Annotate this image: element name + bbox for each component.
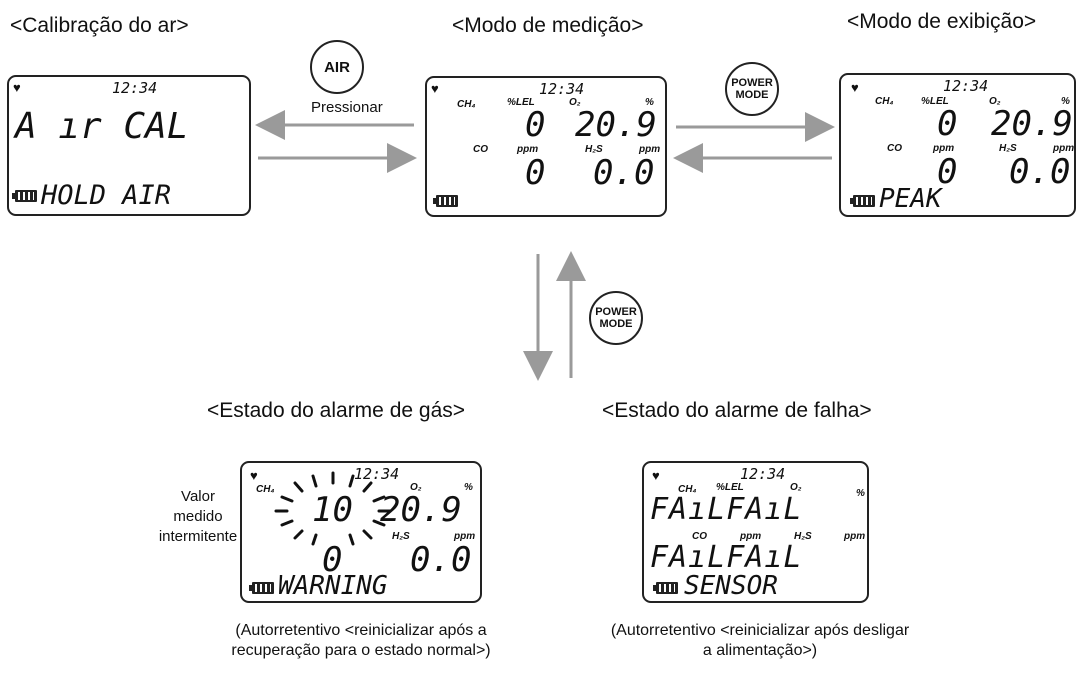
fail-row-bottom: FAıLFAıL	[650, 540, 803, 575]
lcd-display-mode: ♥ 12:34 CH₄ %LEL O₂ % 0 20.9 CO ppm H₂S …	[839, 73, 1076, 217]
o2-value: 20.9	[575, 105, 657, 145]
sensor-status: SENSOR	[684, 571, 778, 601]
fail-row-top: FAıLFAıL	[650, 492, 803, 527]
heart-icon: ♥	[250, 468, 258, 483]
label-o2: O₂	[790, 482, 802, 493]
lcd-air-calibration: ♥ 12:34 A ır CAL HOLD AIR	[7, 75, 251, 216]
gas-alarm-caption: (Autorretentivo <reinicializar após a re…	[231, 622, 491, 659]
title-fault-alarm: <Estado do alarme de falha>	[602, 399, 872, 422]
heart-icon: ♥	[851, 80, 859, 95]
label-ppm-h2s: ppm	[639, 144, 661, 155]
power-mode-button-icon-top: POWER MODE	[725, 62, 779, 116]
peak-status: PEAK	[879, 184, 942, 214]
h2s-value: 0.0	[1009, 152, 1071, 192]
title-air-calibration: <Calibração do ar>	[10, 14, 189, 37]
lcd-gas-alarm: ♥ 12:34 CH₄ O₂ % 10 20.9 H₂S ppm 0 0.0 W…	[240, 461, 482, 603]
label-ppm-h2s: ppm	[454, 531, 476, 542]
label-percent: %	[856, 488, 865, 499]
blink-rays-icon	[274, 471, 392, 546]
label-o2: O₂	[989, 96, 1001, 107]
label-percent: %	[464, 482, 473, 493]
mode-label-mid: MODE	[599, 318, 633, 330]
label-h2s: H₂S	[585, 144, 603, 155]
press-label: Pressionar	[311, 99, 383, 116]
battery-icon	[850, 195, 875, 207]
fault-alarm-caption: (Autorretentivo <reinicializar após desl…	[610, 622, 910, 659]
label-ch4: CH₄	[875, 96, 894, 107]
ch4-alarm-value: 10	[312, 490, 353, 530]
label-ch4: CH₄	[678, 484, 697, 495]
air-button-icon: AIR	[310, 40, 364, 94]
co-value: 0	[322, 540, 343, 580]
blinking-value-label: Valor medido intermitente	[158, 488, 238, 545]
heart-icon: ♥	[431, 81, 439, 96]
power-label-mid: POWER	[595, 306, 637, 318]
heart-icon: ♥	[13, 80, 21, 95]
label-lel: %LEL	[716, 482, 744, 493]
label-o2: O₂	[569, 97, 581, 108]
label-o2: O₂	[410, 482, 422, 493]
air-button-label: AIR	[324, 58, 350, 76]
label-h2s: H₂S	[999, 143, 1017, 154]
label-ppm-h2s: ppm	[844, 531, 866, 542]
label-ppm-co: ppm	[933, 143, 955, 154]
battery-icon	[433, 195, 458, 207]
label-co: CO	[887, 143, 902, 154]
label-lel: %LEL	[921, 96, 949, 107]
label-ppm-co: ppm	[740, 531, 762, 542]
co-value: 0	[525, 153, 546, 193]
label-ppm-co: ppm	[517, 144, 539, 155]
label-percent: %	[645, 97, 654, 108]
heart-icon: ♥	[652, 468, 660, 483]
lcd-time: 12:34	[354, 465, 400, 483]
label-co: CO	[473, 144, 488, 155]
h2s-value: 0.0	[593, 153, 655, 193]
power-label-top: POWER	[731, 77, 773, 89]
lcd-time: 12:34	[943, 77, 989, 95]
lcd-time: 12:34	[112, 79, 158, 97]
warning-status: WARNING	[278, 571, 388, 601]
label-ppm-h2s: ppm	[1053, 143, 1075, 154]
label-ch4: CH₄	[256, 484, 275, 495]
title-gas-alarm: <Estado do alarme de gás>	[207, 399, 466, 422]
lcd-air-line1: A ır CAL	[15, 106, 189, 147]
h2s-value: 0.0	[410, 540, 472, 580]
lcd-measurement-mode: ♥ 12:34 CH₄ %LEL O₂ % 0 20.9 CO ppm H₂S …	[425, 76, 667, 217]
mode-label-top: MODE	[735, 89, 769, 101]
lcd-time: 12:34	[740, 465, 786, 483]
ch4-value: 0	[525, 105, 546, 145]
label-h2s: H₂S	[392, 531, 410, 542]
ch4-value: 0	[937, 104, 958, 144]
o2-value: 20.9	[991, 104, 1073, 144]
lcd-fault-alarm: ♥ 12:34 CH₄ %LEL O₂ % FAıLFAıL CO ppm H₂…	[642, 461, 869, 603]
lcd-time: 12:34	[539, 80, 585, 98]
title-display-mode: <Modo de exibição>	[847, 10, 1037, 33]
label-ch4: CH₄	[457, 99, 476, 110]
battery-icon	[653, 582, 678, 594]
co-value: 0	[937, 152, 958, 192]
lcd-air-line2: HOLD AIR	[41, 180, 172, 211]
o2-value: 20.9	[380, 490, 462, 530]
battery-icon	[12, 190, 37, 202]
battery-icon	[249, 582, 274, 594]
title-measurement-mode: <Modo de medição>	[452, 14, 644, 37]
label-co: CO	[692, 531, 707, 542]
label-percent: %	[1061, 96, 1070, 107]
label-lel: %LEL	[507, 97, 535, 108]
label-h2s: H₂S	[794, 531, 812, 542]
power-mode-button-icon-mid: POWER MODE	[589, 291, 643, 345]
